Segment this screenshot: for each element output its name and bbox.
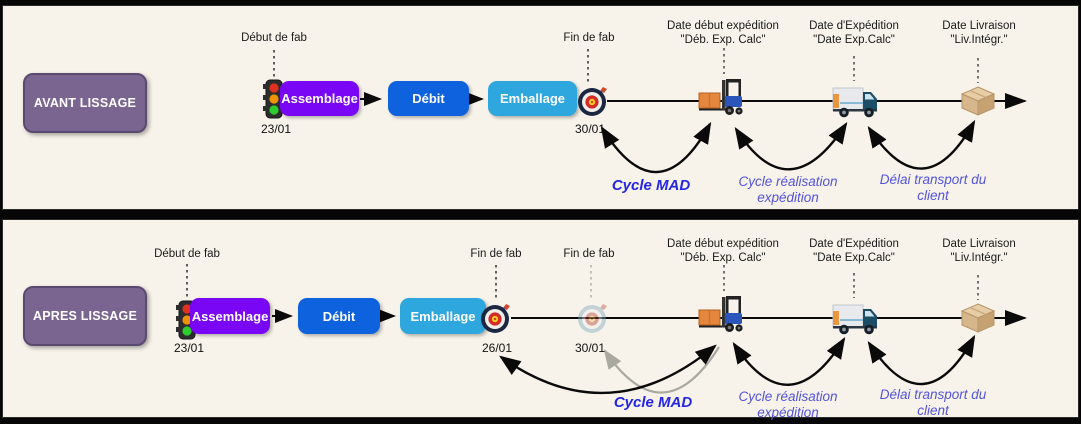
panel-avant-lissage: AVANT LISSAGE Début de fab 23/01 Assembl…: [2, 5, 1079, 210]
phase-label-avant-text: AVANT LISSAGE: [33, 96, 137, 110]
milestone-exp-date-line2: "Date Exp.Calc": [813, 251, 895, 264]
fin-fab-new-label: Fin de fab: [470, 248, 522, 260]
phase-label-apres-text: APRES LISSAGE: [32, 309, 137, 323]
cycle-mad-label: Cycle MAD: [613, 394, 693, 411]
milestone-livraison-line1: Date Livraison: [942, 238, 1016, 250]
fin-fab-label: Fin de fab: [563, 32, 615, 44]
phase-label-apres: APRES LISSAGE: [23, 286, 147, 346]
fin-fab-new-date: 26/01: [481, 341, 513, 355]
step-debit-label: Débit: [412, 91, 445, 106]
forklift-icon: [698, 76, 744, 118]
cycle-realisation-label: Cycle réalisation expédition: [738, 174, 838, 205]
step-emballage-label: Emballage: [499, 91, 566, 106]
step-emballage-label: Emballage: [410, 308, 476, 324]
cycle-realisation-label: Cycle réalisation expédition: [738, 389, 838, 420]
milestone-exp-date: Date d'Expédition "Date Exp.Calc": [809, 20, 899, 47]
debut-fab-label: Début de fab: [154, 248, 220, 260]
delivery-truck-icon: [831, 83, 879, 119]
milestone-exp-debut-line2: "Déb. Exp. Calc": [680, 33, 766, 46]
step-assemblage: Assemblage: [280, 81, 359, 116]
debut-fab-label: Début de fab: [241, 32, 307, 44]
milestone-exp-date-line2: "Date Exp.Calc": [813, 33, 895, 46]
step-debit-label: Débit: [322, 308, 356, 324]
delai-transport-label: Délai transport du client: [879, 387, 987, 418]
milestone-livraison: Date Livraison "Liv.Intégr.": [942, 20, 1016, 47]
step-assemblage-label: Assemblage: [281, 91, 358, 106]
fin-fab-old-date: 30/01: [574, 341, 606, 355]
fin-fab-date: 30/01: [574, 122, 606, 136]
debut-fab-date: 23/01: [173, 341, 205, 355]
milestone-livraison-line2: "Liv.Intégr.": [950, 251, 1008, 264]
step-debit: Débit: [388, 81, 469, 116]
delivery-truck-icon: [831, 300, 879, 336]
traffic-light-icon: [261, 78, 287, 122]
cycle-mad-label: Cycle MAD: [611, 177, 691, 194]
target-dartboard-faded-icon: [576, 301, 610, 335]
milestone-exp-date-line1: Date d'Expédition: [809, 238, 899, 250]
delai-transport-label: Délai transport du client: [879, 172, 987, 203]
step-emballage: Emballage: [400, 298, 486, 334]
target-dartboard-icon: [576, 84, 610, 118]
milestone-livraison-line2: "Liv.Intégr.": [950, 33, 1008, 46]
milestone-exp-debut-line1: Date début expédition: [667, 238, 779, 250]
debut-fab-date: 23/01: [260, 122, 292, 136]
step-debit: Débit: [298, 298, 380, 334]
step-assemblage: Assemblage: [190, 298, 270, 334]
milestone-exp-debut: Date début expédition "Déb. Exp. Calc": [667, 20, 779, 47]
panel-apres-lissage: APRES LISSAGE Début de fab 23/01 Assembl…: [2, 219, 1079, 420]
milestone-exp-debut-line2: "Déb. Exp. Calc": [680, 251, 766, 264]
fin-fab-old-label: Fin de fab: [563, 248, 615, 260]
milestone-exp-debut: Date début expédition "Déb. Exp. Calc": [667, 238, 779, 265]
step-emballage: Emballage: [488, 81, 577, 116]
step-assemblage-label: Assemblage: [191, 308, 269, 324]
forklift-icon: [698, 293, 744, 335]
package-box-icon: [960, 85, 996, 117]
milestone-exp-date: Date d'Expédition "Date Exp.Calc": [809, 238, 899, 265]
target-dartboard-icon: [479, 301, 513, 335]
phase-label-avant: AVANT LISSAGE: [23, 73, 147, 133]
milestone-livraison: Date Livraison "Liv.Intégr.": [942, 238, 1016, 265]
package-box-icon: [960, 302, 996, 334]
milestone-exp-debut-line1: Date début expédition: [667, 20, 779, 32]
milestone-exp-date-line1: Date d'Expédition: [809, 20, 899, 32]
milestone-livraison-line1: Date Livraison: [942, 20, 1016, 32]
